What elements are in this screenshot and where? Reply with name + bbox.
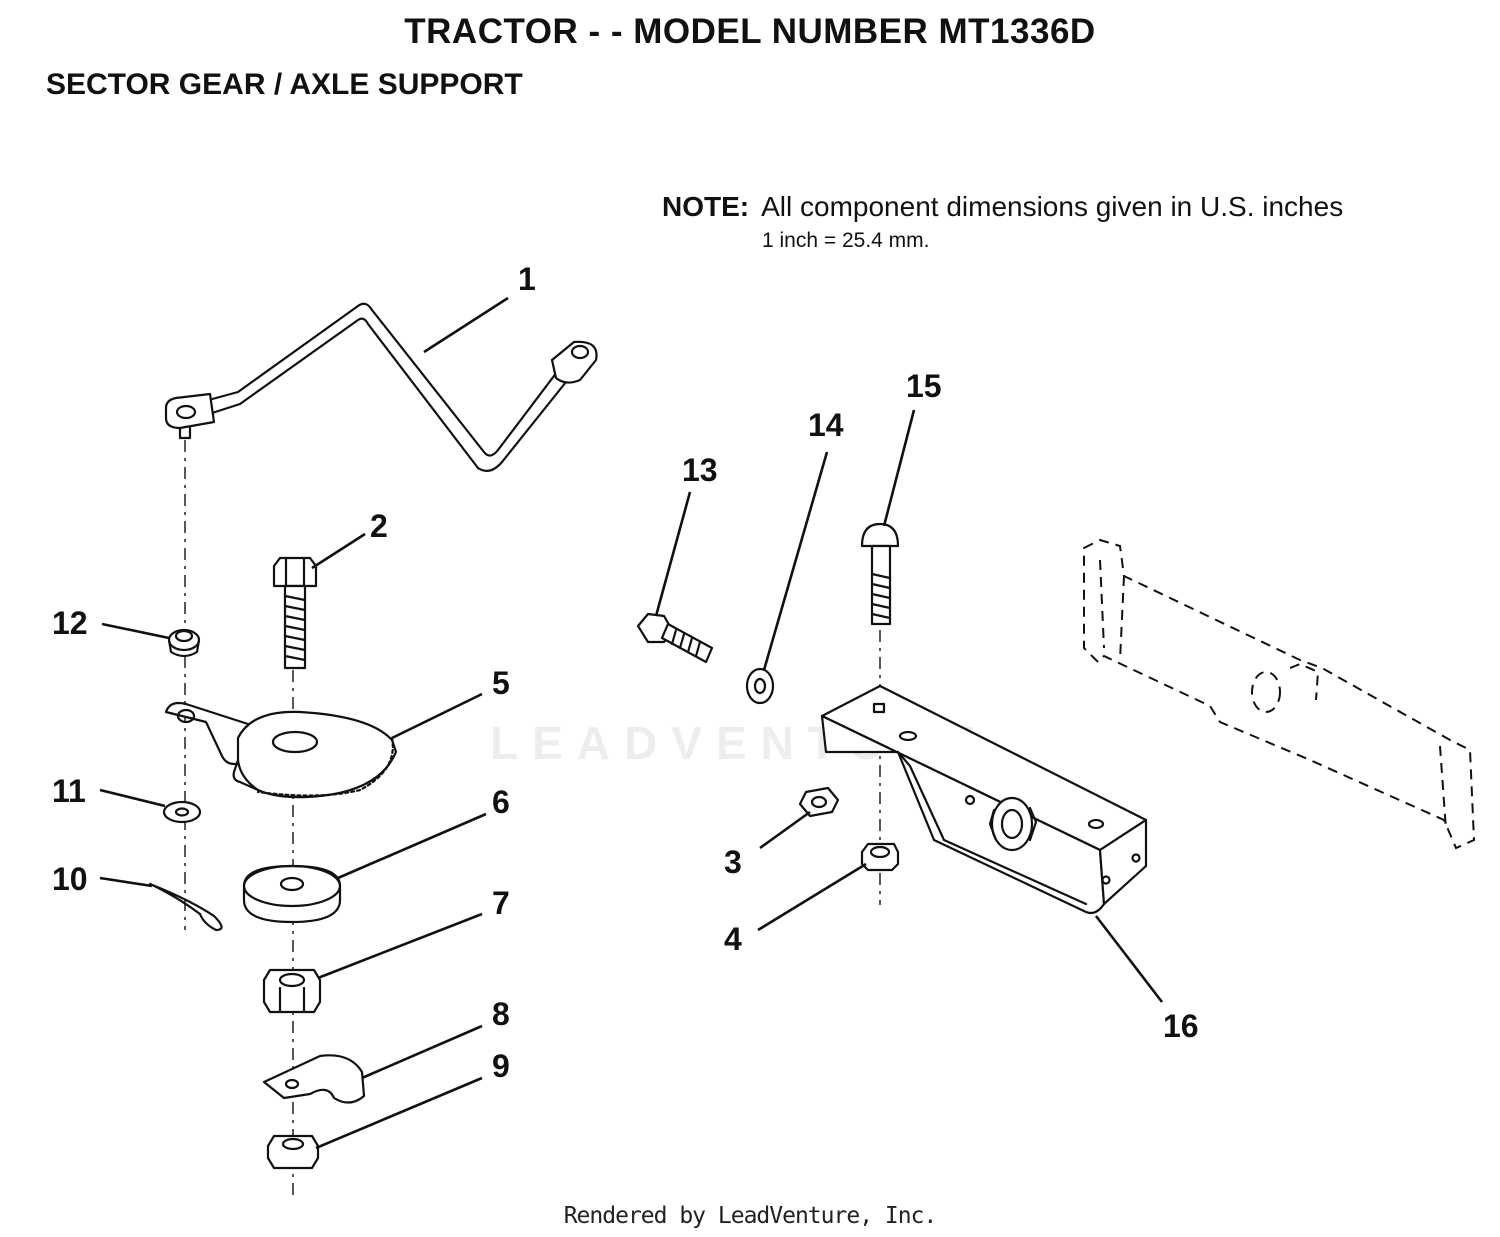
leader-16 (1094, 915, 1164, 1003)
part-7-nut (262, 968, 322, 1014)
part-9-nut (266, 1134, 320, 1170)
callout-13: 13 (682, 452, 718, 488)
part-15-carriage-bolt (860, 522, 900, 626)
callout-7: 7 (492, 885, 510, 921)
leader-1 (423, 296, 509, 354)
callout-16: 16 (1163, 1008, 1199, 1044)
leader-13 (654, 491, 692, 617)
leader-15 (882, 409, 916, 527)
part-13-bolt (636, 612, 714, 664)
leader-10 (99, 876, 153, 888)
callout-15: 15 (906, 368, 942, 404)
note-conversion: 1 inch = 25.4 mm. (762, 229, 930, 252)
leader-6 (337, 812, 487, 880)
dimension-note: NOTE: All component dimensions given in U… (662, 191, 1344, 253)
part-3-nut (798, 786, 840, 818)
part-2-bolt (272, 556, 318, 670)
part-8-clamp (262, 1054, 366, 1104)
callout-10: 10 (52, 861, 88, 897)
callout-3: 3 (724, 844, 742, 880)
part-11-washer (162, 800, 202, 824)
leader-3 (759, 810, 811, 850)
callout-8: 8 (492, 996, 510, 1032)
leader-9 (315, 1076, 483, 1150)
callout-11: 11 (52, 773, 86, 809)
part-10-cotter-pin (148, 882, 223, 932)
leader-2 (311, 532, 366, 570)
note-label: NOTE: (662, 191, 750, 222)
leader-12 (101, 622, 170, 640)
part-6-washer (242, 864, 342, 924)
callout-12: 12 (52, 605, 88, 641)
footer-credit: Rendered by LeadVenture, Inc. (563, 1203, 938, 1229)
leader-8 (361, 1024, 483, 1080)
leader-7 (317, 912, 483, 980)
callout-5: 5 (492, 665, 510, 701)
leader-5 (391, 692, 483, 740)
axle-reference-outline (1083, 538, 1476, 850)
note-text: All component dimensions given in U.S. i… (761, 191, 1344, 222)
callout-1: 1 (518, 261, 536, 297)
leader-11 (99, 788, 166, 808)
part-5-sector-gear (164, 701, 398, 799)
leader-4 (757, 862, 867, 932)
part-14-washer (745, 667, 775, 705)
callout-14: 14 (808, 407, 844, 443)
callout-9: 9 (492, 1048, 510, 1084)
callout-2: 2 (370, 508, 388, 544)
part-16-axle-support (820, 684, 1148, 915)
leader-14 (762, 451, 829, 671)
part-12-flange-nut (167, 628, 201, 658)
section-subtitle: SECTOR GEAR / AXLE SUPPORT (46, 68, 523, 101)
page-title: TRACTOR - - MODEL NUMBER MT1336D (404, 12, 1096, 51)
part-1-drag-link (164, 302, 598, 473)
callout-4: 4 (724, 921, 742, 957)
callout-6: 6 (492, 784, 510, 820)
part-4-nut (860, 842, 900, 872)
